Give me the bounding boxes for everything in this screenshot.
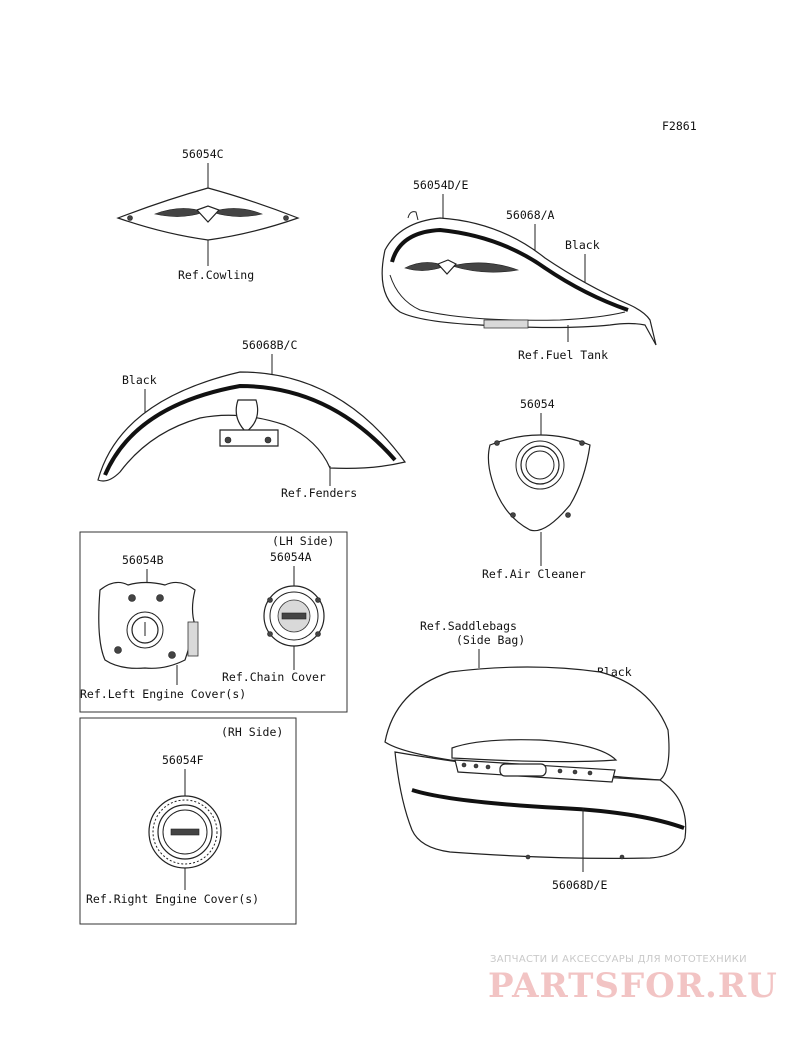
label-lh-side: (LH Side) [272,534,334,548]
label-rh-side: (RH Side) [221,725,283,739]
label-black-fender: Black [122,373,157,387]
label-56068BC: 56068B/C [242,338,297,352]
label-side-bag: (Side Bag) [456,633,525,647]
label-ref-left-engine-cover: Ref.Left Engine Cover(s) [80,687,246,701]
air-cleaner: 56054 Ref.Air Cleaner [482,397,591,581]
lh-side-frame [79,531,348,713]
label-56054C: 56054C [182,147,224,161]
tank-shape [381,217,657,346]
label-56054: 56054 [520,397,555,411]
lh-side-box: (LH Side) 56054B Ref.Left Engine Cover(s… [79,531,348,713]
watermark-tagline: ЗАПЧАСТИ И АКСЕССУАРЫ ДЛЯ МОТОТЕХНИКИ [490,954,747,965]
label-ref-air-cleaner: Ref.Air Cleaner [482,567,586,581]
label-56054B: 56054B [122,553,164,567]
label-ref-fuel-tank: Ref.Fuel Tank [518,348,608,362]
rh-side-box: (RH Side) 56054F Ref.Right Engine Cover(… [79,717,297,925]
label-56054A: 56054A [270,550,312,564]
label-ref-saddlebags: Ref.Saddlebags [420,619,517,633]
cowling-emblem: 56054C Ref.Cowling [116,147,300,282]
label-56054DE: 56054D/E [413,178,468,192]
label-black-tank: Black [565,238,600,252]
label-ref-right-engine-cover: Ref.Right Engine Cover(s) [86,892,259,906]
label-ref-cowling: Ref.Cowling [178,268,254,282]
saddlebag: Ref.Saddlebags (Side Bag) Black 56068D/E [384,619,687,892]
label-56054F: 56054F [162,753,204,767]
rh-side-frame [79,717,297,925]
label-ref-fenders: Ref.Fenders [281,486,357,500]
label-56068DE: 56068D/E [552,878,607,892]
fuel-tank: 56054D/E 56068/A Black Ref.Fuel Tank [381,178,657,362]
watermark-logo: PARTSFOR.RU [488,966,778,1006]
label-56068A: 56068/A [506,208,555,222]
front-fender: 56068B/C Black Ref.Fenders [97,338,407,500]
figure-code: F2861 [662,119,697,133]
label-ref-chain-cover: Ref.Chain Cover [222,670,326,684]
